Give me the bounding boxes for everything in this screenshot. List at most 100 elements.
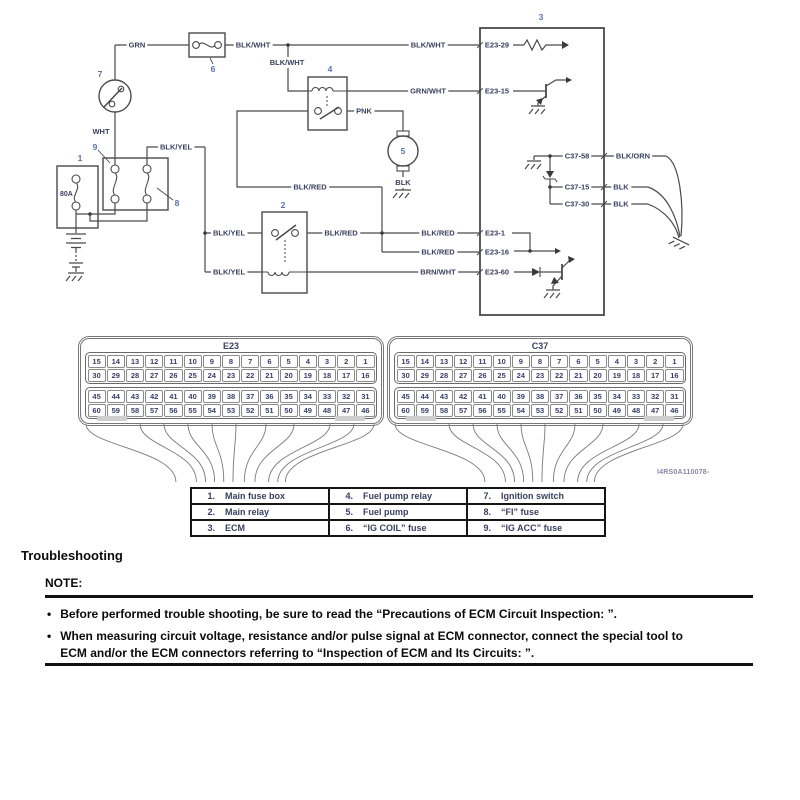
harness-wire-curve <box>268 424 331 483</box>
legend-item-number: 8. <box>466 503 494 521</box>
main-fuse-rating: 80A <box>60 191 73 198</box>
legend-item-label: ECM <box>218 519 330 537</box>
note-bullet: •When measuring circuit voltage, resista… <box>47 628 699 662</box>
pin-C37-48: 48 <box>626 403 646 417</box>
harness-wire-curve <box>541 424 546 483</box>
pin-C37-57: 57 <box>454 403 473 417</box>
pin-C37-13: 13 <box>434 354 454 368</box>
pin-E23-48: 48 <box>317 403 337 417</box>
component-number-7: 7 <box>98 69 103 79</box>
pin-E23-2: 2 <box>337 354 356 368</box>
pin-E23-55: 55 <box>183 403 202 417</box>
label-background <box>562 181 592 193</box>
connector-c37-title: C37 <box>531 341 549 351</box>
pin-E23-1: 1 <box>356 354 375 368</box>
harness-wire-curve <box>139 424 197 483</box>
connector-tab <box>644 416 674 421</box>
harness-wire-curve <box>448 424 506 483</box>
harness-wire-curve <box>586 424 664 483</box>
label-background <box>482 227 508 239</box>
fuse-box-8-9-symbol <box>97 149 174 211</box>
pin-C37-9: 9 <box>511 354 530 368</box>
pin-E23-46: 46 <box>356 403 375 417</box>
wire-label-blk-pump: BLK <box>395 178 411 187</box>
pin-C37-18: 18 <box>626 368 646 382</box>
label-background <box>419 227 458 239</box>
transistor-symbols <box>545 84 563 280</box>
harness-wire-curve <box>85 424 177 483</box>
component-number-5: 5 <box>401 146 406 156</box>
pin-E23-35: 35 <box>279 389 298 403</box>
label-background <box>562 198 592 210</box>
pin-E23-37: 37 <box>241 389 260 403</box>
pin-C37-54: 54 <box>511 403 530 417</box>
wire-label-blk-c37-30: BLK <box>613 200 629 209</box>
legend-item-label: Main relay <box>218 503 330 521</box>
pin-C37-23: 23 <box>530 368 550 382</box>
label-background <box>233 39 273 51</box>
legend-item-label: “IG COIL” fuse <box>356 519 468 537</box>
ecm-pin-e23-1: E23-1 <box>485 229 505 238</box>
pin-C37-38: 38 <box>530 389 550 403</box>
pin-E23-3: 3 <box>317 354 337 368</box>
wire-label-blk-wht-vert: BLK/WHT <box>270 58 305 67</box>
pin-C37-43: 43 <box>434 389 454 403</box>
bullet-icon: • <box>47 607 52 621</box>
wire-label-blk-orn: BLK/ORN <box>616 152 650 161</box>
pin-C37-7: 7 <box>550 354 569 368</box>
pin-C37-49: 49 <box>607 403 626 417</box>
pin-E23-29: 29 <box>106 368 125 382</box>
pin-C37-44: 44 <box>415 389 434 403</box>
wiring-diagram: GRN BLK/WHT BLK/WHT BLK/WHT GRN/WHT PNK … <box>56 12 690 316</box>
wire-label-blk-yel-mid: BLK/YEL <box>213 229 246 238</box>
legend-item-number: 6. <box>328 519 356 537</box>
label-background <box>408 39 448 51</box>
pin-C37-21: 21 <box>569 368 588 382</box>
pin-C37-27: 27 <box>454 368 473 382</box>
pin-E23-31: 31 <box>356 389 375 403</box>
pin-C37-45: 45 <box>396 389 415 403</box>
pin-E23-8: 8 <box>221 354 241 368</box>
pin-C37-12: 12 <box>454 354 473 368</box>
connector-e23-title: E23 <box>222 341 239 351</box>
component-number-1: 1 <box>78 153 83 163</box>
harness-wire-curve <box>284 424 375 483</box>
label-background <box>611 198 632 210</box>
pin-C37-6: 6 <box>569 354 588 368</box>
connector-tab <box>97 416 127 421</box>
legend-item-number: 3. <box>190 519 218 537</box>
pin-E23-11: 11 <box>164 354 183 368</box>
pin-E23-59: 59 <box>106 403 125 417</box>
pin-C37-10: 10 <box>492 354 511 368</box>
harness-wire-curve <box>577 424 640 483</box>
pin-E23-50: 50 <box>279 403 298 417</box>
pin-E23-21: 21 <box>260 368 279 382</box>
component-symbols <box>56 27 605 316</box>
zener-diode-symbol <box>542 175 558 183</box>
label-background <box>210 227 248 239</box>
legend-item-label: Fuel pump <box>356 503 468 521</box>
pin-E23-54: 54 <box>202 403 221 417</box>
pin-E23-49: 49 <box>298 403 317 417</box>
pin-E23-25: 25 <box>183 368 202 382</box>
harness-wire-curve <box>472 424 515 483</box>
harness-wire-curve <box>520 424 534 483</box>
main-fuse-box-symbol <box>56 165 99 229</box>
wire-harness-fan-e23 <box>85 424 375 483</box>
label-background <box>354 105 375 117</box>
pin-C37-36: 36 <box>569 389 588 403</box>
pin-E23-5: 5 <box>279 354 298 368</box>
label-background <box>418 266 459 278</box>
pin-C37-31: 31 <box>665 389 684 403</box>
pin-E23-44: 44 <box>106 389 125 403</box>
ecm-pin-e23-15: E23-15 <box>485 87 509 96</box>
pin-E23-24: 24 <box>202 368 221 382</box>
wire-label-brn-wht: BRN/WHT <box>420 268 456 277</box>
pin-C37-15: 15 <box>396 354 415 368</box>
pin-E23-38: 38 <box>221 389 241 403</box>
pin-E23-58: 58 <box>125 403 145 417</box>
